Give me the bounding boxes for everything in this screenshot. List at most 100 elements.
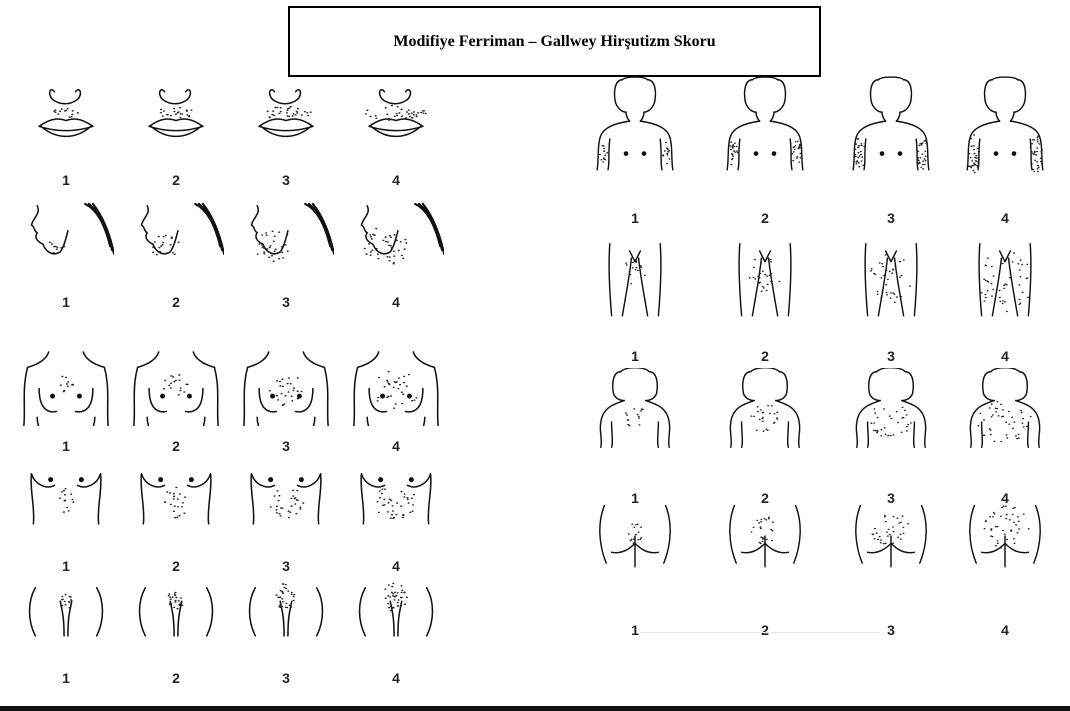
score-label: 1 (625, 622, 645, 638)
score-label: 4 (995, 348, 1015, 364)
upper-abdomen-icon (238, 470, 334, 546)
score-cell: 2 (720, 500, 810, 644)
score-label: 2 (166, 294, 186, 310)
score-label: 4 (386, 670, 406, 686)
score-cell: 4 (960, 240, 1050, 384)
score-cell: 1 (590, 500, 680, 644)
score-cell: 1 (590, 76, 680, 220)
score-cell: 2 (720, 76, 810, 220)
score-cell: 1 (590, 240, 680, 384)
score-cell: 3 (238, 84, 334, 184)
upper-back-icon (960, 368, 1050, 488)
score-cell: 3 (846, 240, 936, 384)
lower-abdomen-icon (128, 582, 224, 658)
score-label: 3 (276, 438, 296, 454)
score-label: 2 (166, 438, 186, 454)
chest-icon (348, 350, 444, 426)
score-label: 1 (56, 558, 76, 574)
score-cell: 1 (590, 368, 680, 512)
score-cell: 2 (128, 84, 224, 184)
score-label: 2 (755, 210, 775, 226)
score-cell: 4 (960, 76, 1050, 220)
score-label: 3 (881, 622, 901, 638)
score-cell: 1 (18, 470, 114, 570)
score-label: 4 (995, 210, 1015, 226)
score-cell: 1 (18, 582, 114, 682)
score-cell: 2 (128, 200, 224, 300)
page-title: Modifiye Ferriman – Gallwey Hirşutizm Sk… (393, 33, 715, 51)
score-label: 1 (56, 172, 76, 188)
upper-lip-icon (128, 84, 224, 160)
lower-back-icon (590, 500, 680, 620)
upper-arm-icon (960, 76, 1050, 196)
score-label: 3 (276, 172, 296, 188)
chin-profile-icon (348, 200, 444, 276)
score-label: 2 (755, 348, 775, 364)
score-cell: 4 (348, 582, 444, 682)
score-label: 2 (166, 558, 186, 574)
upper-arm-icon (720, 76, 810, 196)
score-label: 4 (386, 172, 406, 188)
score-cell: 1 (18, 350, 114, 450)
chest-icon (18, 350, 114, 426)
chest-icon (238, 350, 334, 426)
score-cell: 2 (128, 350, 224, 450)
thigh-icon (590, 240, 680, 360)
divider-line (640, 632, 880, 633)
chest-icon (128, 350, 224, 426)
score-label: 4 (386, 294, 406, 310)
lower-abdomen-icon (348, 582, 444, 658)
score-cell: 3 (846, 368, 936, 512)
score-label: 4 (386, 558, 406, 574)
score-cell: 3 (238, 200, 334, 300)
score-cell: 3 (238, 582, 334, 682)
score-label: 4 (386, 438, 406, 454)
chin-profile-icon (128, 200, 224, 276)
score-cell: 2 (720, 240, 810, 384)
thigh-icon (960, 240, 1050, 360)
upper-back-icon (846, 368, 936, 488)
score-label: 1 (625, 348, 645, 364)
score-cell: 4 (348, 200, 444, 300)
upper-lip-icon (348, 84, 444, 160)
thigh-icon (846, 240, 936, 360)
score-cell: 1 (18, 84, 114, 184)
score-label: 1 (56, 670, 76, 686)
score-label: 2 (166, 172, 186, 188)
lower-abdomen-icon (238, 582, 334, 658)
score-label: 3 (881, 210, 901, 226)
score-cell: 4 (348, 84, 444, 184)
lower-back-icon (960, 500, 1050, 620)
score-cell: 2 (720, 368, 810, 512)
score-cell: 1 (18, 200, 114, 300)
upper-abdomen-icon (18, 470, 114, 546)
score-label: 2 (755, 622, 775, 638)
chin-profile-icon (18, 200, 114, 276)
thigh-icon (720, 240, 810, 360)
score-label: 1 (625, 210, 645, 226)
score-cell: 3 (238, 350, 334, 450)
score-label: 3 (881, 348, 901, 364)
score-cell: 2 (128, 582, 224, 682)
upper-back-icon (720, 368, 810, 488)
title-box: Modifiye Ferriman – Gallwey Hirşutizm Sk… (288, 6, 821, 77)
score-label: 3 (276, 558, 296, 574)
score-cell: 4 (960, 368, 1050, 512)
upper-arm-icon (846, 76, 936, 196)
score-label: 4 (995, 622, 1015, 638)
lower-abdomen-icon (18, 582, 114, 658)
score-cell: 3 (846, 76, 936, 220)
score-cell: 3 (238, 470, 334, 570)
score-cell: 3 (846, 500, 936, 644)
lower-back-icon (846, 500, 936, 620)
score-label: 1 (56, 294, 76, 310)
score-cell: 2 (128, 470, 224, 570)
lower-back-icon (720, 500, 810, 620)
upper-lip-icon (18, 84, 114, 160)
score-label: 1 (56, 438, 76, 454)
score-cell: 4 (960, 500, 1050, 644)
upper-back-icon (590, 368, 680, 488)
score-label: 3 (276, 294, 296, 310)
upper-abdomen-icon (128, 470, 224, 546)
score-cell: 4 (348, 350, 444, 450)
